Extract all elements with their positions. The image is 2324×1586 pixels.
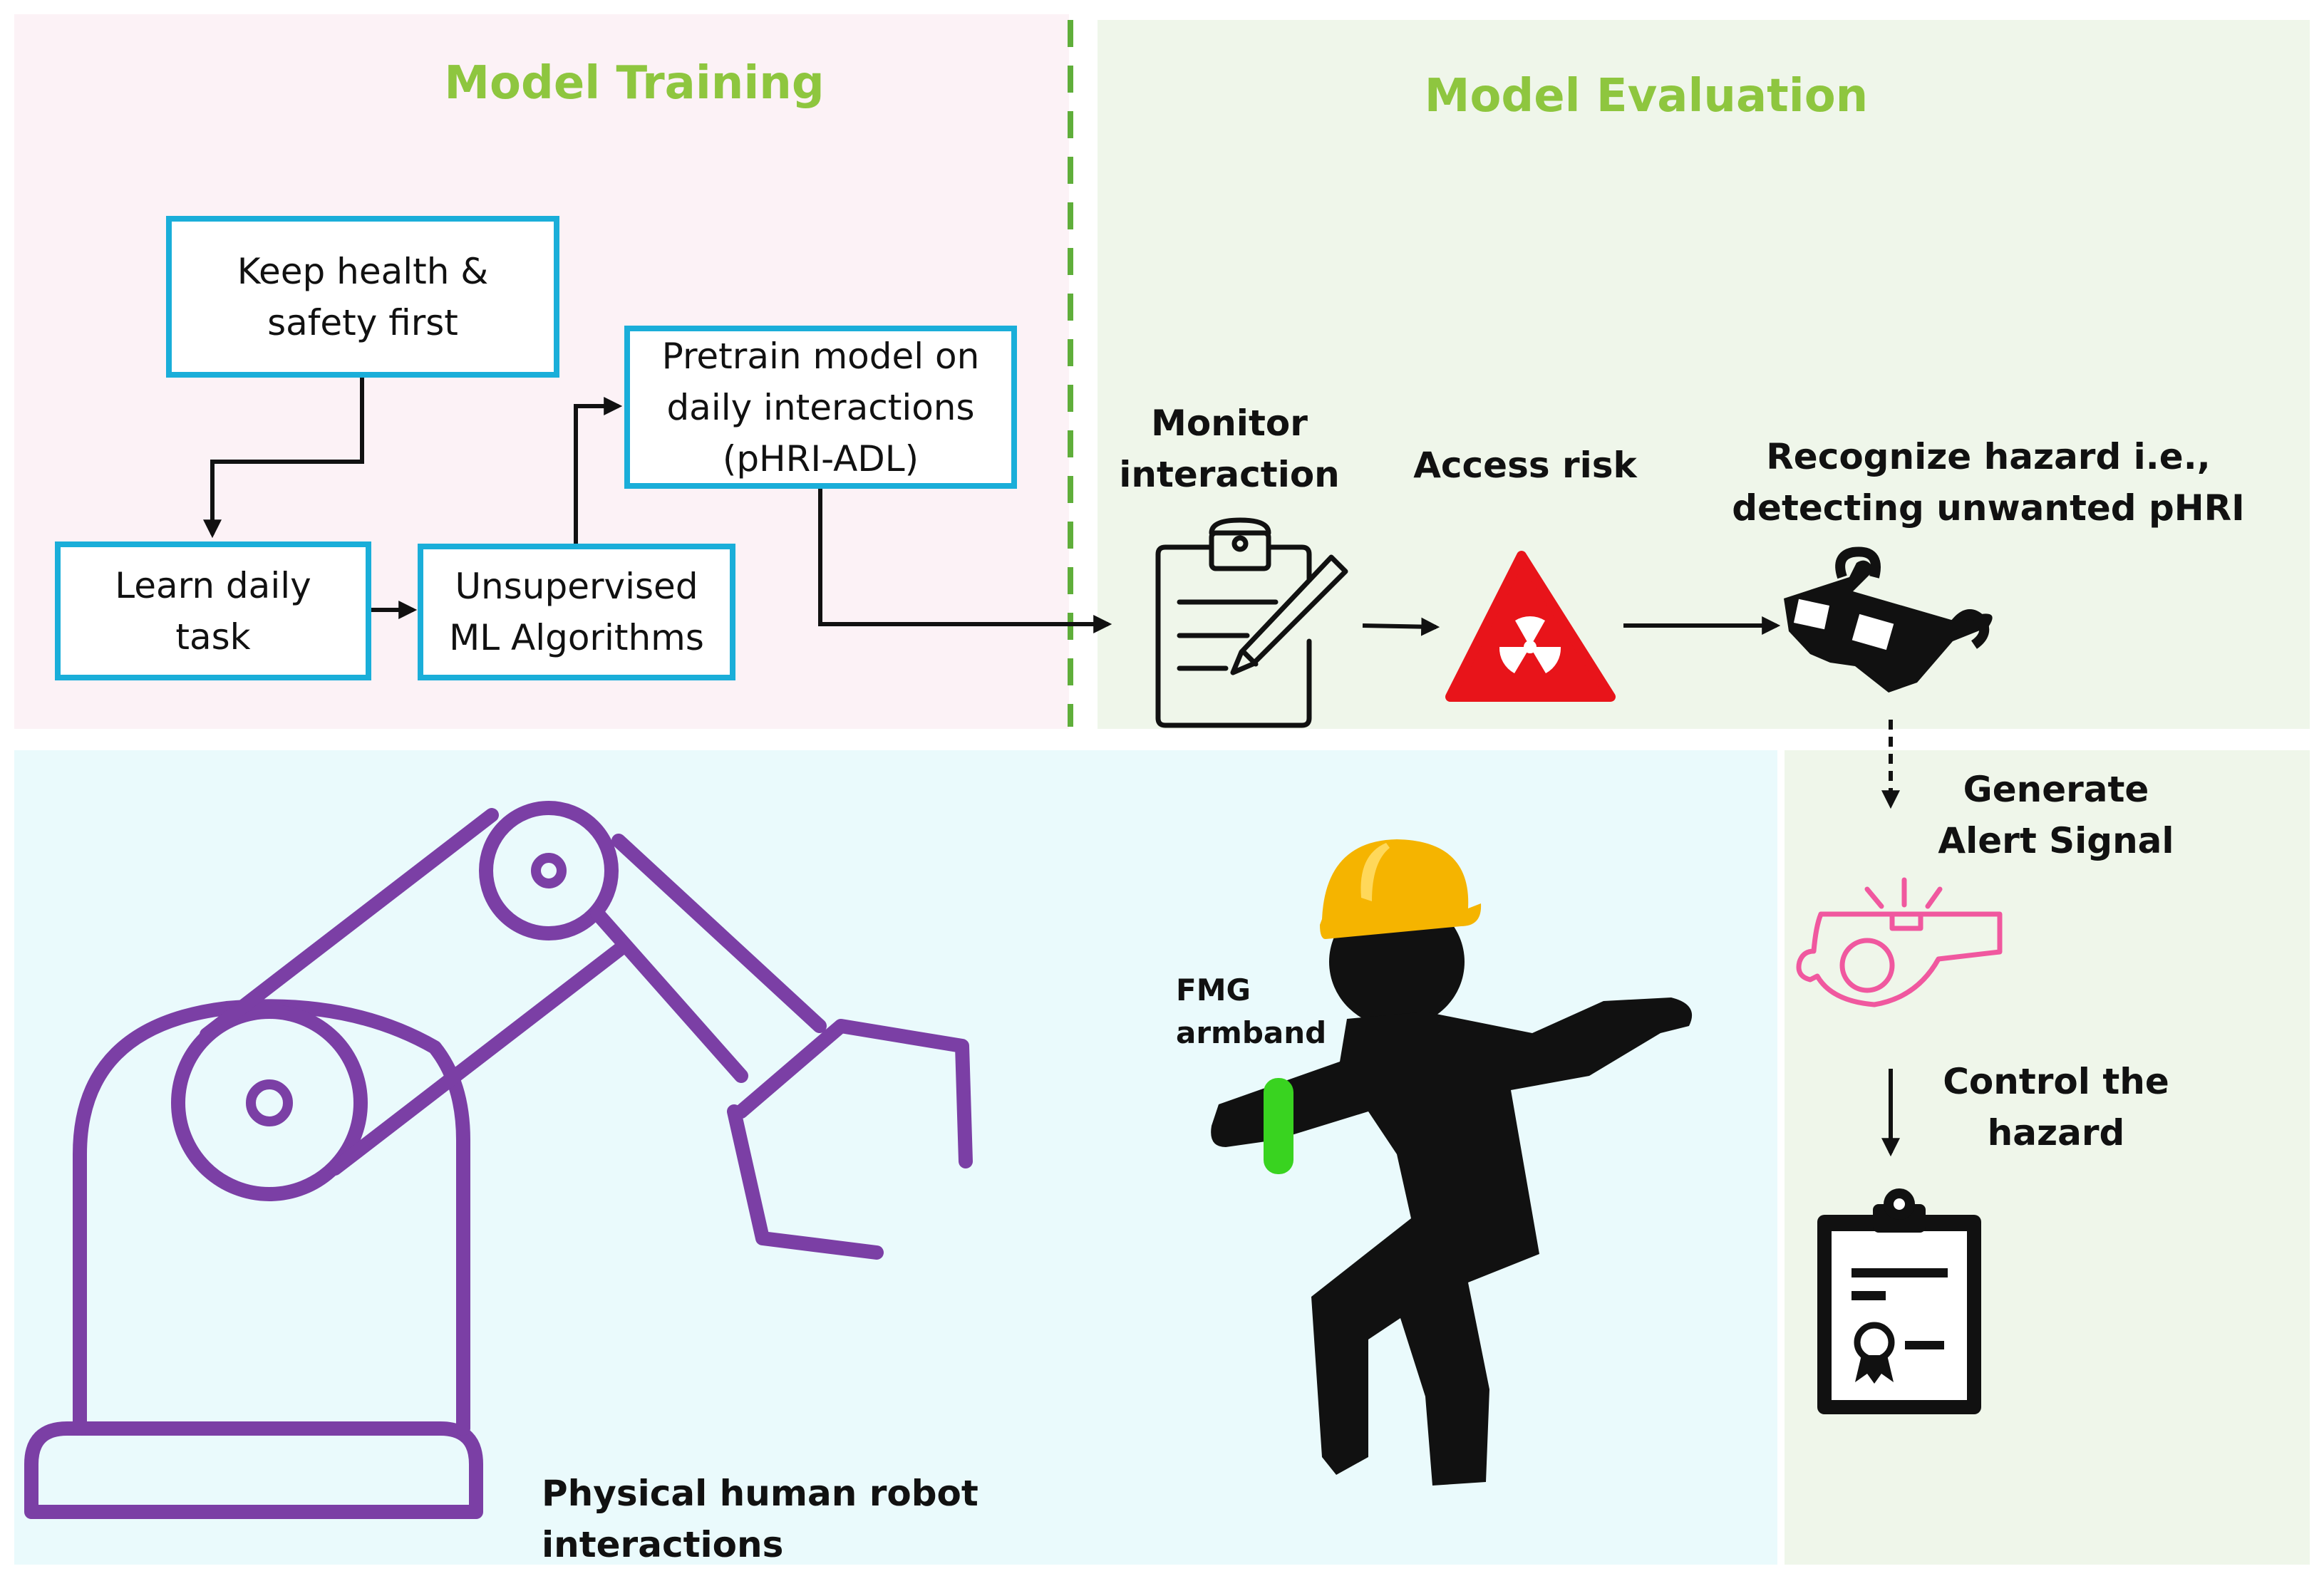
monitor-interaction-label: Monitor interaction: [1119, 403, 1340, 495]
whistle-icon: [1796, 877, 2003, 1007]
flow-connectors: [203, 378, 1900, 1157]
worker-icon: [1211, 839, 1693, 1486]
arrow-health-to-learn: [203, 378, 364, 539]
radiation-hazard-icon: [1445, 551, 1616, 702]
generate-alert-label: Generate Alert Signal: [1938, 769, 2174, 861]
arrow-pretrain-to-monitor: [818, 489, 1112, 633]
3d-glasses-icon: [1784, 546, 1993, 693]
fmg-armband-label: FMG armband: [1176, 973, 1327, 1050]
arrow-monitor-to-risk: [1362, 617, 1440, 636]
model-training-title: Model Training: [444, 57, 825, 110]
pretrain-model-box: Pretrain model on daily interactions (pH…: [624, 326, 1017, 489]
phri-caption: Physical human robot interactions: [542, 1473, 978, 1565]
unsupervised-ml-box: Unsupervised ML Algorithms: [418, 544, 735, 680]
model-evaluation-title: Model Evaluation: [1424, 70, 1869, 123]
keep-health-safety-box: Keep health & safety first: [166, 216, 559, 378]
learn-daily-task-box: Learn daily task: [55, 541, 371, 680]
access-risk-label: Access risk: [1413, 445, 1637, 486]
control-hazard-label: Control the hazard: [1943, 1061, 2169, 1154]
alert-control-panel: [1785, 750, 2310, 1565]
recognize-hazard-label: Recognize hazard i.e., detecting unwante…: [1732, 436, 2245, 529]
clipboard-pencil-icon: [1155, 517, 1348, 728]
arrow-unsupervised-to-pretrain: [574, 397, 623, 544]
robot-arm-icon: [24, 801, 973, 1519]
certificate-clipboard-icon: [1817, 1188, 1981, 1414]
